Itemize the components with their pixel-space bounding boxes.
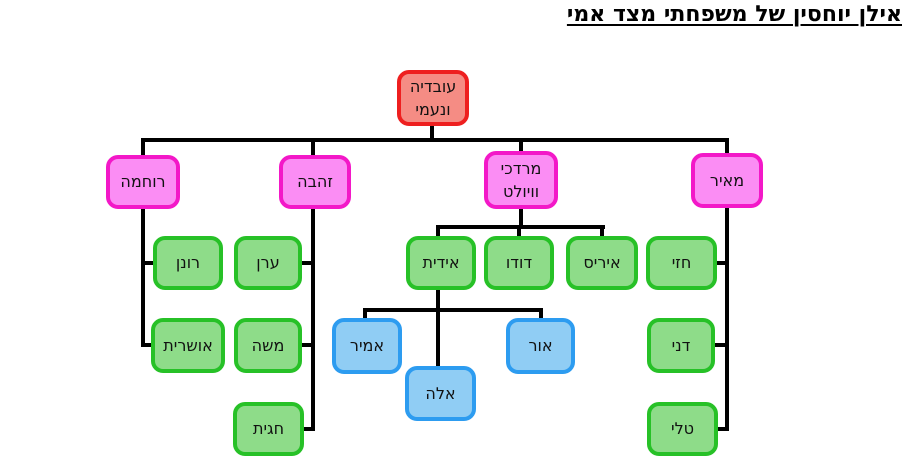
- connector-ruchama-rail: [141, 138, 145, 347]
- node-meir: מאיר: [691, 153, 763, 208]
- connector-ela-stub: [436, 308, 440, 369]
- connector-hezi-stub: [712, 261, 729, 265]
- node-ruchama: רוחמה: [106, 155, 180, 209]
- node-moshe: משה: [234, 318, 302, 373]
- node-ela: אלה: [405, 366, 476, 421]
- node-amir: אמיר: [332, 318, 402, 374]
- page-title: אילן יוחסין של משפחתי מצד אמי: [566, 2, 902, 27]
- connector-dani-stub: [712, 343, 729, 347]
- connector-amir-stub: [363, 308, 367, 322]
- node-dudu: דודו: [484, 236, 554, 290]
- node-iris: איריס: [566, 236, 638, 290]
- node-zehava: זהבה: [279, 155, 351, 209]
- node-or: אור: [506, 318, 575, 374]
- node-dani: דני: [647, 318, 715, 373]
- node-ovadia-naomi: עובדיה ונעמי: [397, 70, 469, 126]
- connector-top-rail: [141, 138, 729, 142]
- node-mordechai-violet: מרדכי וויולט: [484, 151, 558, 209]
- connector-or-stub: [539, 308, 543, 322]
- connector-meir-rail: [725, 138, 729, 431]
- connector-mordechai-top-stub: [519, 138, 523, 156]
- connector-moshe-stub: [298, 343, 315, 347]
- node-tali: טלי: [647, 402, 718, 456]
- node-idit: אידית: [406, 236, 476, 290]
- connector-eran-stub: [298, 261, 315, 265]
- connector-idit-bar: [363, 308, 543, 312]
- connector-ronen-stub: [141, 261, 156, 265]
- node-hezi: חזי: [646, 236, 717, 290]
- connector-idit-stub: [436, 225, 440, 240]
- connector-root-stub: [430, 118, 434, 142]
- node-eran: ערן: [234, 236, 302, 290]
- node-ronen: רונן: [153, 236, 223, 290]
- connector-idit-down: [436, 286, 440, 312]
- connector-mordechai-down: [519, 204, 523, 229]
- connector-hagit-stub: [300, 427, 315, 431]
- connector-zehava-rail: [311, 138, 315, 431]
- node-hagit: חגית: [233, 402, 304, 456]
- connector-iris-stub: [600, 225, 604, 240]
- connector-oshrit-stub: [141, 343, 156, 347]
- connector-dudu-stub: [517, 225, 521, 240]
- node-oshrit: אושרית: [151, 318, 225, 373]
- connector-tali-stub: [712, 427, 729, 431]
